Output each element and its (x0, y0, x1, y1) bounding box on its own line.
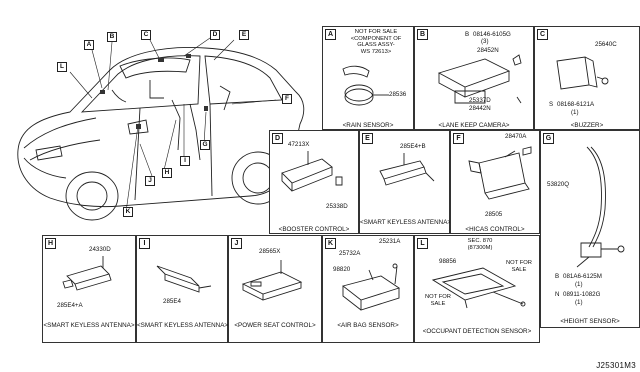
panel-caption: <OCCUPANT DETECTION SENSOR> (422, 328, 532, 335)
panel-caption: <BOOSTER CONTROL> (278, 226, 350, 233)
panel-occupant-detection-sensor: L SEC. 870 (87300M) 98856 NOT FOR SALE N… (414, 235, 540, 343)
part-number: 28452N (477, 47, 499, 54)
panel-tag: G (543, 133, 554, 144)
rain-sensor-part (337, 61, 397, 111)
callout-b[interactable]: B (107, 32, 117, 42)
part-number: 285E4+B (400, 143, 426, 150)
part-number: 28470A (505, 133, 527, 140)
panel-tag: D (272, 133, 283, 144)
panel-tag: F (453, 133, 464, 144)
panel-tag: I (139, 238, 150, 249)
panel-buzzer: C 25640C S 08168-6121A (1) <BUZZER> (534, 26, 640, 130)
callout-a[interactable]: A (84, 40, 94, 50)
panel-smart-keyless-antenna-h: H 24330D 285E4+A <SMART KEYLESS ANTENNA> (42, 235, 136, 343)
panel-tag: E (362, 133, 373, 144)
antenna-part (151, 256, 221, 302)
part-number: 25732A (339, 250, 361, 257)
panel-lane-keep-camera: B B 08146-6105G (3) 28452N 25337D 28442N… (414, 26, 534, 130)
screw-symbol: B (465, 31, 470, 38)
document-id: J25301M3 (596, 361, 636, 370)
panel-tag: J (231, 238, 242, 249)
section-note: SEC. 870 (87300M) (467, 238, 493, 251)
panel-caption: <SMART KEYLESS ANTENNA> (360, 219, 452, 226)
not-for-sale-note: NOT FOR SALE <COMPONENT OF GLASS ASSY- W… (350, 29, 402, 55)
screw-symbol: S (549, 101, 554, 108)
panel-caption: <SMART KEYLESS ANTENNA> (137, 322, 229, 329)
callout-e[interactable]: E (239, 30, 249, 40)
panel-caption: <BUZZER> (570, 122, 604, 129)
callout-h[interactable]: H (162, 168, 172, 178)
part-number: 25231A (379, 238, 401, 245)
callout-d[interactable]: D (210, 30, 220, 40)
part-number: 25337D (469, 97, 491, 104)
not-for-sale-note: NOT FOR SALE (506, 260, 532, 273)
part-number: 25640C (595, 41, 617, 48)
panel-height-sensor: G 53820Q B 081A6-6125M (1) N 08911-1082G… (540, 130, 640, 328)
antenna-part (53, 254, 129, 300)
panel-tag: L (417, 238, 428, 249)
panel-tag: C (537, 29, 548, 40)
part-quantity: (1) (571, 109, 579, 116)
callout-g[interactable]: G (200, 140, 210, 150)
part-number: 08911-1082G (563, 291, 601, 298)
panel-tag: B (417, 29, 428, 40)
lane-keep-camera-part (425, 51, 525, 113)
part-quantity: (1) (575, 281, 583, 288)
panel-caption: <RAIN SENSOR> (342, 122, 394, 129)
panel-tag: H (45, 238, 56, 249)
panel-tag: A (325, 29, 336, 40)
part-number: 98820 (333, 266, 351, 273)
booster-control-part (276, 151, 356, 209)
panel-air-bag-sensor: K 25231A 25732A 98820 <AIR BAG SENSOR> (322, 235, 414, 343)
panel-power-seat-control: J 28565X <POWER SEAT CONTROL> (228, 235, 322, 343)
panel-tag: K (325, 238, 336, 249)
part-number: 28536 (389, 91, 407, 98)
part-number: 53820Q (547, 181, 570, 188)
panel-booster-control: D 47213X 25338D <BOOSTER CONTROL> (269, 130, 359, 234)
hicas-control-part (459, 143, 537, 209)
screw-symbol: B (555, 273, 560, 280)
part-number: 28442N (469, 105, 491, 112)
part-number: 081A6-6125M (563, 273, 602, 280)
part-number: 285E4 (163, 298, 181, 305)
power-seat-control-part (237, 260, 317, 306)
panel-caption: <POWER SEAT CONTROL> (234, 322, 316, 329)
panel-caption: <HICAS CONTROL> (465, 226, 525, 233)
callout-f[interactable]: F (282, 94, 292, 104)
part-number: 285E4+A (57, 302, 83, 309)
part-number: 25338D (326, 203, 348, 210)
not-for-sale-note: NOT FOR SALE (425, 294, 451, 307)
panel-smart-keyless-antenna-i: I 285E4 <SMART KEYLESS ANTENNA> (136, 235, 228, 343)
panel-rain-sensor: A NOT FOR SALE <COMPONENT OF GLASS ASSY-… (322, 26, 414, 130)
part-number: 24330D (89, 246, 111, 253)
part-number: 08146-6105G (473, 31, 511, 38)
part-quantity: (1) (575, 299, 583, 306)
callout-i[interactable]: I (180, 156, 190, 166)
height-sensor-part (559, 139, 639, 279)
part-quantity: (3) (481, 38, 489, 45)
occupant-detection-sensor-part (423, 260, 533, 316)
panel-caption: <LANE KEEP CAMERA> (438, 122, 510, 129)
panel-smart-keyless-antenna-e: E 285E4+B <SMART KEYLESS ANTENNA> (359, 130, 452, 234)
part-number: 28505 (485, 211, 503, 218)
part-number: 47213X (288, 141, 310, 148)
part-number: 08168-6121A (557, 101, 595, 108)
panel-caption: <AIR BAG SENSOR> (337, 322, 399, 329)
callout-j[interactable]: J (145, 176, 155, 186)
panel-caption: <SMART KEYLESS ANTENNA> (43, 322, 135, 329)
callout-k[interactable]: K (123, 207, 133, 217)
callout-l[interactable]: L (57, 62, 67, 72)
buzzer-part (549, 51, 619, 101)
callout-c[interactable]: C (141, 30, 151, 40)
part-number: 98856 (439, 258, 457, 265)
panel-hicas-control: F 28470A 28505 <HICAS CONTROL> (450, 130, 540, 234)
nut-symbol: N (555, 291, 560, 298)
part-number: 28565X (259, 248, 281, 255)
panel-caption: <HEIGHT SENSOR> (560, 318, 620, 325)
antenna-part (374, 151, 444, 201)
air-bag-sensor-part (333, 266, 411, 318)
